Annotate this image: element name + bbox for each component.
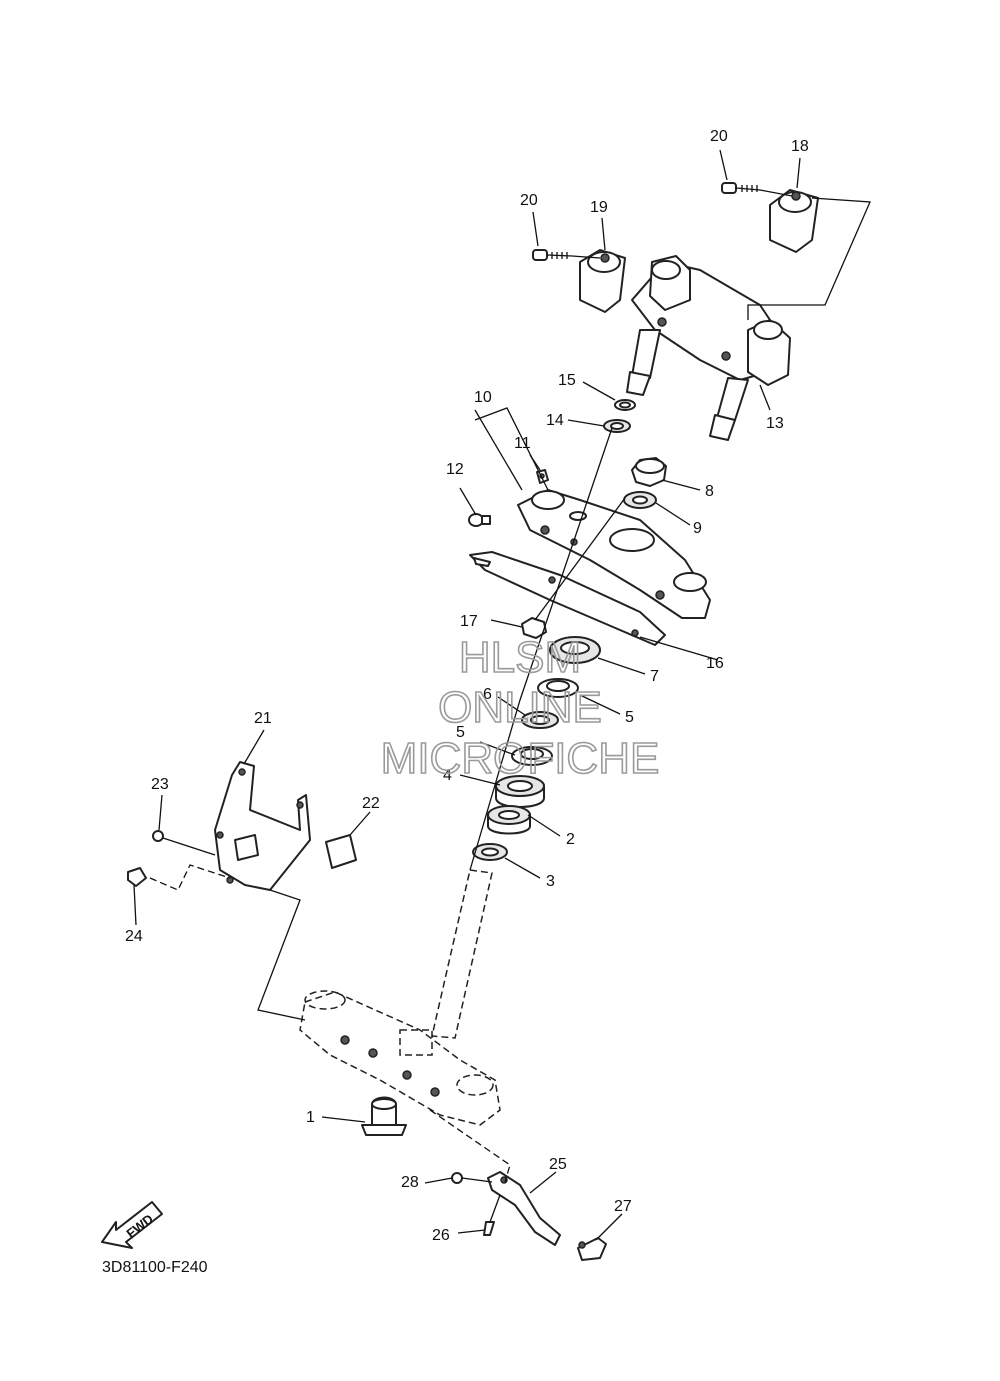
stem-axis-upper xyxy=(534,497,626,621)
callout-9: 9 xyxy=(693,520,702,537)
callout-12: 12 xyxy=(446,461,464,478)
callout-22: 22 xyxy=(362,795,380,812)
diagram-code: 3D81100-F240 xyxy=(102,1259,208,1276)
callout-25: 25 xyxy=(549,1156,567,1173)
leader-lines xyxy=(133,149,801,1241)
watermark-line-1: HLSM xyxy=(459,633,581,682)
callout-4: 4 xyxy=(443,767,452,784)
callout-17: 17 xyxy=(460,613,478,630)
callout-numbers: 1 2 3 4 5 5 6 7 8 9 10 11 12 13 14 15 16… xyxy=(125,128,809,1244)
watermark: HLSM ONLINE MICROFICHE xyxy=(380,632,660,784)
upper-clamp-18 xyxy=(769,189,819,253)
callout-10: 10 xyxy=(474,389,492,406)
collar-1 xyxy=(361,1096,407,1136)
callout-3: 3 xyxy=(546,873,555,890)
callout-18: 18 xyxy=(791,138,809,155)
handle-holder-13 xyxy=(626,255,791,441)
bolt-26 xyxy=(483,1194,501,1236)
washer-15 xyxy=(614,399,636,411)
bolt-20-left xyxy=(532,249,601,261)
bracket-plate-16 xyxy=(469,551,666,646)
bracket-25-guide xyxy=(429,1109,511,1183)
callout-7: 7 xyxy=(650,668,659,685)
watermark-line-3: MICROFICHE xyxy=(381,734,660,783)
watermark-line-2: ONLINE xyxy=(438,683,602,732)
callout-20-right: 20 xyxy=(710,128,728,145)
callout-8: 8 xyxy=(705,483,714,500)
callout-15: 15 xyxy=(558,372,576,389)
callout-21: 21 xyxy=(254,710,272,727)
nut-8 xyxy=(631,457,667,487)
cover-7 xyxy=(549,636,601,664)
under-bracket-phantom xyxy=(299,869,501,1126)
nut-24-guide xyxy=(149,864,231,891)
callout-28: 28 xyxy=(401,1174,419,1191)
bracket-21-guide xyxy=(257,889,306,1021)
ring-nut-5-upper xyxy=(537,678,579,698)
pad-22 xyxy=(325,834,357,869)
bearing-cover-4 xyxy=(495,775,545,808)
callout-19: 19 xyxy=(590,199,608,216)
callout-1: 1 xyxy=(306,1109,315,1126)
nut-17 xyxy=(521,617,547,639)
washer-14 xyxy=(603,419,631,433)
upper-bracket-10 xyxy=(517,489,711,619)
bolt-28 xyxy=(451,1172,493,1184)
callout-6: 6 xyxy=(483,686,492,703)
cap-12 xyxy=(468,513,491,527)
callout-27: 27 xyxy=(614,1198,632,1215)
meter-bracket-21 xyxy=(214,761,311,891)
callout-13: 13 xyxy=(766,415,784,432)
callout-5-upper: 5 xyxy=(625,709,634,726)
callout-20-left: 20 xyxy=(520,192,538,209)
grommet-27 xyxy=(577,1237,607,1261)
screw-23 xyxy=(152,830,164,842)
screw-23-lead xyxy=(162,837,216,856)
callout-26: 26 xyxy=(432,1227,450,1244)
ring-nut-5-lower xyxy=(511,746,553,766)
callout-23: 23 xyxy=(151,776,169,793)
nut-24 xyxy=(127,867,147,887)
callout-5-lower: 5 xyxy=(456,724,465,741)
washer-9 xyxy=(623,491,657,509)
callout-14: 14 xyxy=(546,412,564,429)
bracket-25 xyxy=(487,1171,561,1246)
callout-16: 16 xyxy=(706,655,724,672)
bolt-20-right xyxy=(721,182,793,197)
bearing-2 xyxy=(487,805,531,835)
washer-6 xyxy=(521,711,559,729)
clamp-18-guide xyxy=(747,197,871,320)
callout-11: 11 xyxy=(514,435,531,452)
callout-24: 24 xyxy=(125,928,143,945)
stack-axis xyxy=(469,427,613,871)
seal-3 xyxy=(472,843,508,861)
fwd-arrow-icon: FWD xyxy=(101,1201,163,1249)
upper-clamp-19 xyxy=(579,249,626,313)
callout-2: 2 xyxy=(566,831,575,848)
